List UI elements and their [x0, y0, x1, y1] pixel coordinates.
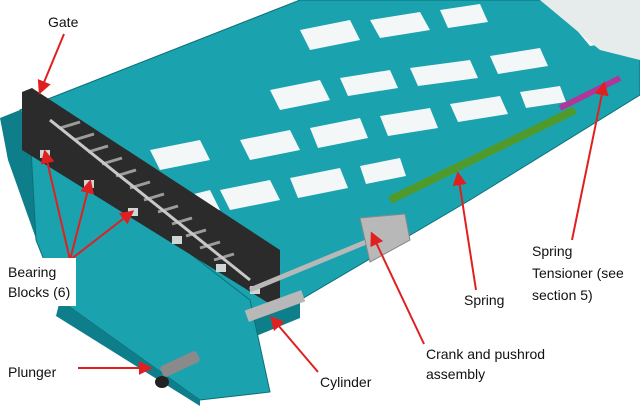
arrow-spring [452, 171, 477, 291]
deck-openings [150, 4, 630, 260]
label-cylinder: Cylinder [318, 372, 374, 392]
spring-tensioner [558, 75, 622, 111]
gate-rail [49, 118, 251, 282]
plunger-rod [160, 351, 200, 377]
arrow-tensioner [571, 81, 609, 241]
arrow-bearing-2 [69, 179, 94, 261]
label-crank-pushrod: Crank and pushrod assembly [424, 344, 548, 384]
arrow-bearing-3 [69, 210, 135, 261]
label-spring-tensioner: Spring Tensioner (see section 5) [530, 240, 626, 306]
plunger-tip [155, 376, 169, 388]
spring [388, 106, 577, 204]
cylinder-body [244, 290, 306, 322]
label-bearing-blocks: Bearing Blocks (6) [2, 258, 77, 306]
side-panel [540, 0, 640, 60]
arrow-bearing-1 [40, 149, 71, 261]
label-spring: Spring [462, 290, 507, 310]
arrow-crank [370, 231, 425, 345]
arrow-gate [37, 33, 65, 95]
label-gate: Gate [48, 14, 79, 30]
gate-plate [22, 88, 280, 304]
crank-housing [359, 213, 411, 263]
callout-arrows [37, 33, 609, 375]
arrow-cylinder [270, 315, 319, 373]
label-plunger: Plunger [2, 360, 63, 384]
gate-ladder [59, 120, 235, 262]
